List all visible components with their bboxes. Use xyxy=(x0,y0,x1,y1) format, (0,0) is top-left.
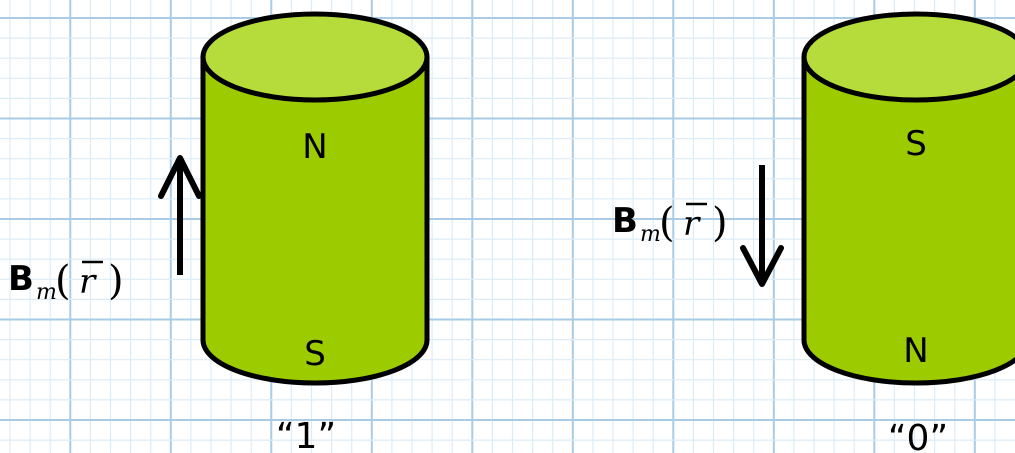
magnet-top-face xyxy=(200,11,430,103)
magnet-bit-one: N S “1” B m ( r ) xyxy=(8,11,430,453)
open-paren: ( xyxy=(55,258,71,304)
bottom-pole-label: S xyxy=(304,334,326,374)
open-paren: ( xyxy=(659,200,675,246)
bit-caption: “0” xyxy=(888,418,948,453)
arrow-head xyxy=(158,155,202,199)
field-label: B m ( r ) xyxy=(612,200,728,247)
position-vector: r xyxy=(79,262,97,302)
field-symbol: B xyxy=(612,201,638,241)
field-label: B m ( r ) xyxy=(8,258,124,305)
position-vector: r xyxy=(683,204,701,244)
magnet-body xyxy=(801,54,1015,386)
arrow-head xyxy=(740,245,784,287)
field-subscript: m xyxy=(640,222,661,247)
close-paren: ) xyxy=(108,258,124,304)
magnet-top-face xyxy=(801,11,1015,103)
magnet-bit-zero: S N “0” B m ( r ) xyxy=(612,11,1015,453)
field-symbol: B xyxy=(8,259,34,299)
field-arrow-up xyxy=(158,155,202,275)
close-paren: ) xyxy=(712,200,728,246)
top-pole-label: N xyxy=(302,127,327,167)
bit-caption: “1” xyxy=(276,416,336,453)
bottom-pole-label: N xyxy=(903,331,928,371)
magnet-body xyxy=(200,54,430,386)
top-pole-label: S xyxy=(905,124,927,164)
field-subscript: m xyxy=(36,280,57,305)
field-arrow-down xyxy=(740,165,784,287)
